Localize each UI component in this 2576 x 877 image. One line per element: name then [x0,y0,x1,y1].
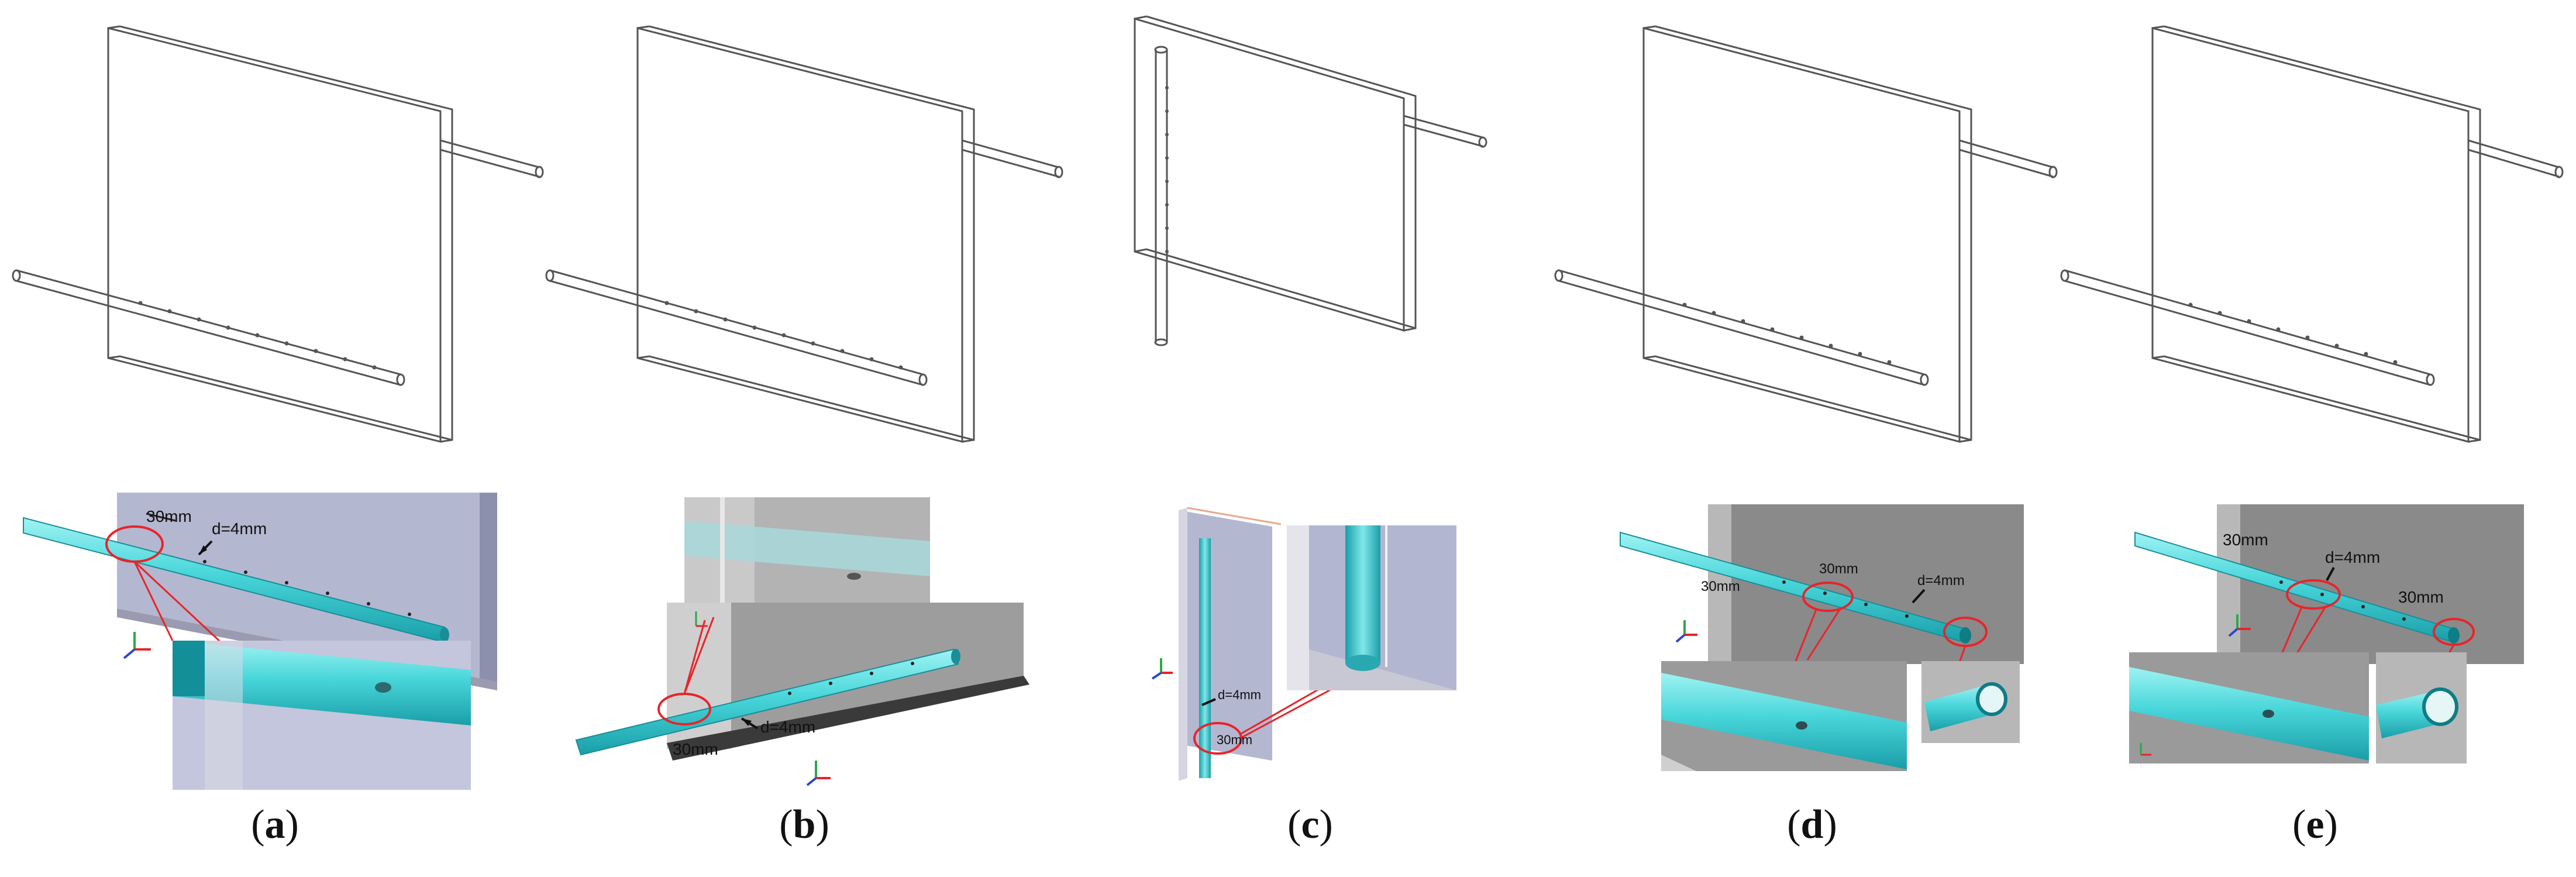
caption-e: (e) [2292,802,2338,847]
panel-c-wireframe [1134,15,1487,346]
panel-b-axis-icon [806,761,831,786]
panel-e-diameter-label: d=4mm [2325,548,2380,566]
panel-e-wireframe [2060,25,2564,443]
panel-b-spacing-label: 30mm [673,740,718,758]
caption-c: (c) [1287,802,1333,847]
panel-e-spacing-label: 30mm [2223,531,2268,549]
panel-c-holes [1165,86,1169,253]
panel-c-axis-icon [1151,658,1173,680]
panel-a-detail: 30mm d=4mm [23,493,497,790]
panel-d-axis-icon [1675,620,1697,643]
panel-b-diameter-label: d=4mm [760,718,815,736]
panel-d-wireframe [1554,25,2058,443]
panel-d: 30mm 30mm d=4mm [1554,25,2058,771]
panel-d-holes [1682,302,1892,364]
caption-b: (b) [779,802,829,847]
panel-d-detail: 30mm 30mm d=4mm [1620,504,2024,771]
panel-d-highlight-circle [1802,582,1854,612]
panel-a-spacing-label: 30mm [146,507,192,525]
panel-b-wireframe [545,25,1063,443]
caption-a: (a) [251,802,299,847]
panel-b-detail: 30mm d=4mm [575,497,1029,786]
panel-d-spacing-label-2: 30mm [1819,561,1858,577]
panel-e-axis-icon [2228,614,2251,637]
panel-a-diameter-label: d=4mm [212,520,267,538]
panel-b: 30mm d=4mm [545,25,1063,786]
panel-d-diameter-label: d=4mm [1917,573,1965,589]
panel-c-spacing-label: 30mm [1217,732,1252,747]
panel-a-holes [138,301,377,370]
panel-e: 30mm d=4mm 30mm [2060,25,2564,763]
panel-b-holes [664,301,903,370]
panel-c: 30mm d=4mm [1134,15,1487,781]
caption-d: (d) [1787,802,1837,847]
panel-e-detail: 30mm d=4mm 30mm [2129,504,2524,763]
panel-c-diameter-label: d=4mm [1218,687,1261,702]
panel-e-spacing-label-2: 30mm [2398,588,2444,606]
panel-e-highlight-circle [2286,579,2341,610]
panel-a-axis-icon [123,632,151,659]
panel-a: 30mm d=4mm [12,25,544,790]
panel-c-detail: 30mm d=4mm [1151,507,1456,781]
panel-a-wireframe [12,25,544,443]
panel-e-holes [2188,302,2398,364]
panel-d-spacing-label: 30mm [1701,579,1740,594]
